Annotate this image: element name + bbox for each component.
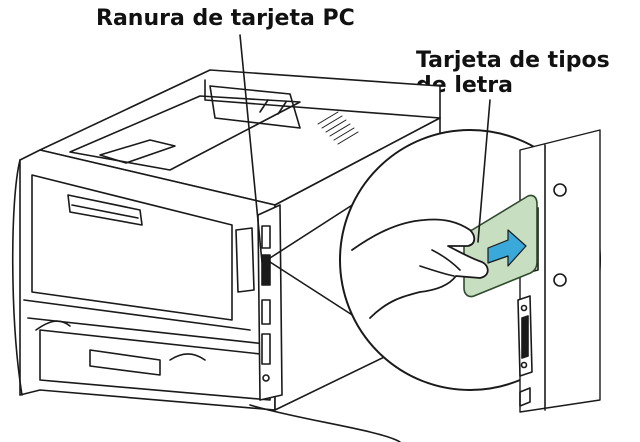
zoom-lines: [269, 199, 361, 321]
magnified-view: [339, 129, 601, 413]
pc-card-slot-label: Ranura de tarjeta PC: [96, 6, 355, 31]
font-card-leader: [477, 99, 491, 243]
hand-illustration: [351, 218, 489, 319]
insert-arrow-icon: [487, 229, 527, 267]
vent-grille: [317, 111, 359, 145]
font-card-label: Tarjeta de tipos de letra: [416, 48, 636, 98]
font-card-label-line1: Tarjeta de tipos: [416, 48, 610, 73]
pc-card-slot-leader: [239, 34, 263, 263]
